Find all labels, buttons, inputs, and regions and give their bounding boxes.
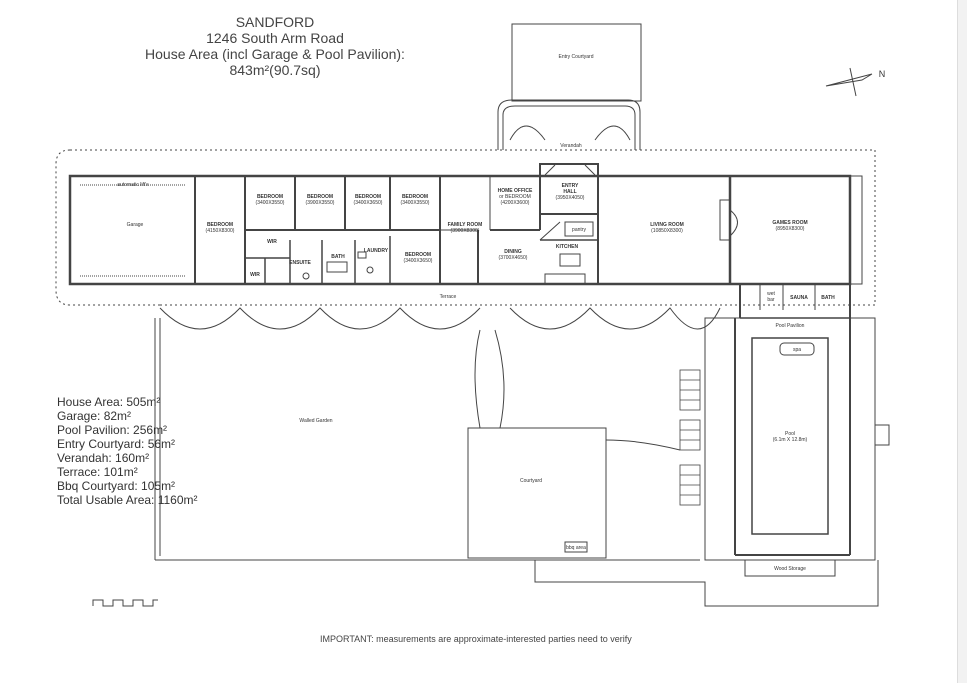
label-bedroom-4: BEDROOM: [402, 194, 428, 200]
label-living-room: LIVING ROOM: [650, 222, 684, 228]
label-home-office-dim: (4200X3600): [501, 200, 530, 206]
label-bedroom-3-dim: (3400X3650): [354, 200, 383, 206]
courtyard-outline: [467, 427, 607, 559]
label-bedroom-5: BEDROOM: [405, 252, 431, 258]
label-dining-dim: (3700X4650): [499, 255, 528, 261]
label-bedroom-3: BEDROOM: [355, 194, 381, 200]
label-bedroom-1-dim: (3400X3550): [256, 200, 285, 206]
label-pool-pavilion: Pool Pavilion: [776, 323, 805, 329]
area-total: Total Usable Area: 1160m²: [57, 493, 198, 507]
label-terrace: Terrace: [440, 294, 457, 300]
pool-outline: [751, 337, 829, 535]
label-bedroom-5-dim: (3400X3650): [404, 258, 433, 264]
label-entry-hall: ENTRY: [562, 183, 579, 189]
label-wet-bar: wet: [767, 291, 775, 297]
label-living-room-dim: (10850X8300): [651, 228, 683, 234]
label-kitchen: KITCHEN: [556, 244, 579, 250]
label-spa: spa: [793, 347, 801, 353]
entry-courtyard-outline: [511, 23, 642, 102]
house-area-line: House Area (incl Garage & Pool Pavilion)…: [145, 46, 405, 62]
label-bbq: bbq area: [566, 545, 586, 551]
plan-header: SANDFORD 1246 South Arm Road House Area …: [110, 14, 440, 78]
label-bedroom-main: BEDROOM: [207, 222, 233, 228]
label-games-room: GAMES ROOM: [772, 220, 807, 226]
compass-label: N: [879, 69, 886, 79]
label-pool-dim: (6.1m X 12.8m): [773, 437, 808, 443]
label-bath: BATH: [331, 254, 345, 260]
label-bedroom-main-dim: (4150X8300): [206, 228, 235, 234]
label-family-room: FAMILY ROOM: [448, 222, 483, 228]
compass-icon: [825, 67, 873, 97]
area-garage: Garage: 82m²: [57, 409, 132, 423]
label-wir: WIR: [267, 239, 277, 245]
label-bedroom-1: BEDROOM: [257, 194, 283, 200]
label-games-room-dim: (8950X8300): [776, 226, 805, 232]
label-verandah: Verandah: [560, 143, 582, 149]
label-home-office: HOME OFFICE: [498, 188, 533, 194]
area-entry-courtyard: Entry Courtyard: 56m²: [57, 437, 176, 451]
label-entry-hall-2: HALL: [563, 189, 576, 195]
terrace-arches: [159, 307, 481, 330]
verandah-arch: [497, 99, 641, 150]
label-ensuite: ENSUITE: [289, 260, 311, 266]
label-bath-2: BATH: [821, 295, 835, 301]
label-bedroom-4-dim: (3400X3550): [401, 200, 430, 206]
house-area-value: 843m²(90.7sq): [229, 62, 321, 78]
area-house: House Area: 505m²: [57, 395, 161, 409]
label-family-room-dim: (3900X8300): [451, 228, 480, 234]
label-automatic-lifts: automatic lift's: [117, 182, 149, 188]
label-dining: DINING: [504, 249, 522, 255]
label-entry-courtyard: Entry Courtyard: [558, 54, 593, 60]
label-wet-bar-2: bar: [767, 297, 775, 303]
area-pool-pavilion: Pool Pavilion: 256m²: [57, 423, 168, 437]
area-bbq-courtyard: Bbq Courtyard: 105m²: [57, 479, 176, 493]
page-edge: [957, 0, 967, 683]
scale-bar-icon: [92, 599, 158, 607]
label-walled-garden: Walled Garden: [299, 418, 332, 424]
label-entry-hall-dim: (3950X4050): [556, 195, 585, 201]
property-address: 1246 South Arm Road: [206, 30, 344, 46]
label-courtyard: Courtyard: [520, 478, 542, 484]
label-pantry: pantry: [572, 227, 586, 233]
house-outer-wall: [68, 174, 852, 286]
label-garage: Garage: [127, 222, 144, 228]
label-sauna: SAUNA: [790, 295, 808, 301]
area-terrace: Terrace: 101m²: [57, 465, 138, 479]
label-pool: Pool: [785, 431, 795, 437]
label-wir-2: WIR: [250, 272, 260, 278]
label-wood-storage: Wood Storage: [774, 566, 806, 572]
area-summary: House Area: 505m² Garage: 82m² Pool Pavi…: [57, 395, 198, 507]
disclaimer: IMPORTANT: measurements are approximate-…: [320, 634, 632, 644]
label-bedroom-2-dim: (3900X3550): [306, 200, 335, 206]
label-bedroom-2: BEDROOM: [307, 194, 333, 200]
property-name: SANDFORD: [235, 14, 315, 30]
label-home-office-2: or BEDROOM: [499, 194, 531, 200]
area-verandah: Verandah: 160m²: [57, 451, 150, 465]
label-laundry: LAUNDRY: [364, 248, 389, 254]
